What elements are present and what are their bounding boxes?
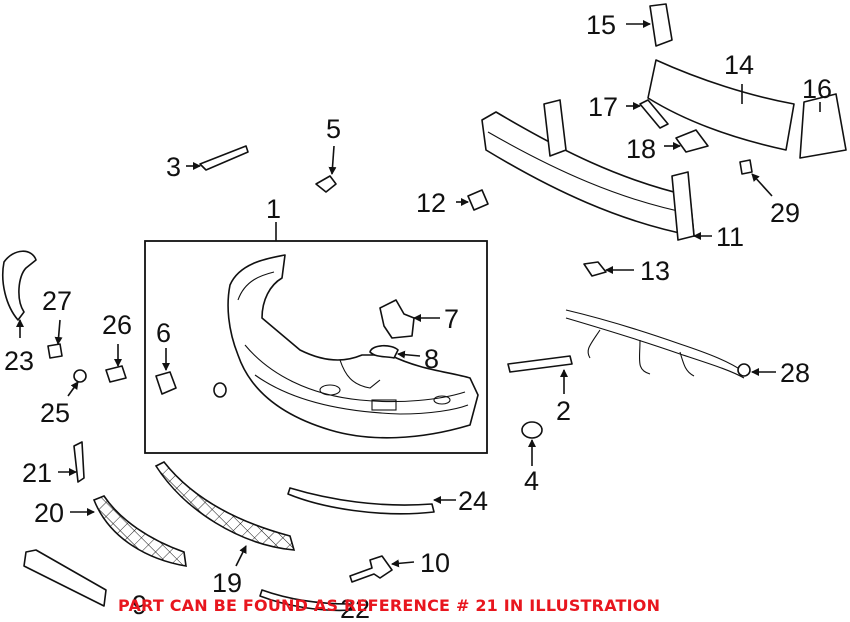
- callout-15: 15: [586, 10, 617, 40]
- callout-1: 1: [266, 194, 282, 224]
- seal-part-8: [369, 344, 399, 359]
- bracket-part-17: [639, 99, 669, 129]
- callout-28: 28: [780, 358, 811, 388]
- plate-part-9: [23, 549, 107, 607]
- callout-29: 29: [770, 198, 801, 228]
- callout-21: 21: [22, 458, 53, 488]
- bracket-part-16: [799, 93, 847, 159]
- sensor-part-10: [349, 555, 393, 583]
- callout-10: 10: [420, 548, 451, 578]
- grille-part-20: [92, 495, 187, 567]
- bracket-part-7: [379, 299, 415, 339]
- wiring-harness-part-28: [565, 309, 751, 379]
- callout-4: 4: [524, 466, 540, 496]
- bracket-part-23: [2, 250, 37, 321]
- bracket-part-18: [675, 129, 709, 153]
- reference-notice: PART CAN BE FOUND AS REFERENCE # 21 IN I…: [118, 596, 661, 615]
- leader-10: [391, 559, 415, 568]
- bracket-part-2: [507, 355, 573, 373]
- plug-part-26: [105, 365, 127, 383]
- callout-7: 7: [444, 304, 460, 334]
- callout-12: 12: [416, 188, 447, 218]
- bumper-cover: [227, 254, 479, 439]
- callout-6: 6: [156, 318, 172, 348]
- leader-27: [54, 319, 63, 345]
- clip-part-12: [467, 189, 489, 211]
- absorber-part-14: [647, 59, 795, 151]
- bracket-part-15: [649, 3, 673, 47]
- callout-3: 3: [166, 152, 182, 182]
- callout-22: 22: [340, 594, 371, 622]
- trim-part-22: [259, 589, 353, 612]
- callout-23: 23: [4, 346, 35, 376]
- callout-17: 17: [588, 92, 619, 122]
- callout-24: 24: [458, 486, 489, 516]
- leader-25: [67, 381, 79, 397]
- bumper-cover-frame: [144, 240, 488, 454]
- callout-18: 18: [626, 134, 657, 164]
- grommet-in-box: [213, 382, 227, 398]
- trim-part-24: [287, 487, 435, 515]
- sensor-part-13: [583, 261, 607, 277]
- leader-5: [328, 145, 337, 175]
- nut-part-25: [73, 369, 87, 383]
- bracket-part-3: [199, 145, 249, 171]
- clip-part-27: [47, 343, 63, 359]
- callout-20: 20: [34, 498, 65, 528]
- leader-19: [235, 545, 247, 567]
- callout-8: 8: [424, 344, 440, 374]
- bracket-part-21: [73, 441, 85, 483]
- grille-part-19: [154, 460, 296, 551]
- callout-16: 16: [802, 74, 833, 104]
- leader-29: [751, 173, 773, 197]
- callout-14: 14: [724, 50, 755, 80]
- callout-19: 19: [212, 568, 243, 598]
- clip-part-29: [739, 159, 753, 175]
- callout-2: 2: [556, 396, 572, 426]
- callout-13: 13: [640, 256, 671, 286]
- callout-25: 25: [40, 398, 71, 428]
- plug-part-6: [155, 371, 177, 395]
- clip-part-5: [315, 175, 337, 193]
- callout-26: 26: [102, 310, 133, 340]
- callout-11: 11: [716, 222, 745, 252]
- callout-27: 27: [42, 286, 73, 316]
- grommet-part-4: [521, 421, 543, 439]
- leader-8: [397, 350, 421, 359]
- callout-5: 5: [326, 114, 342, 144]
- callout-9: 9: [132, 590, 148, 620]
